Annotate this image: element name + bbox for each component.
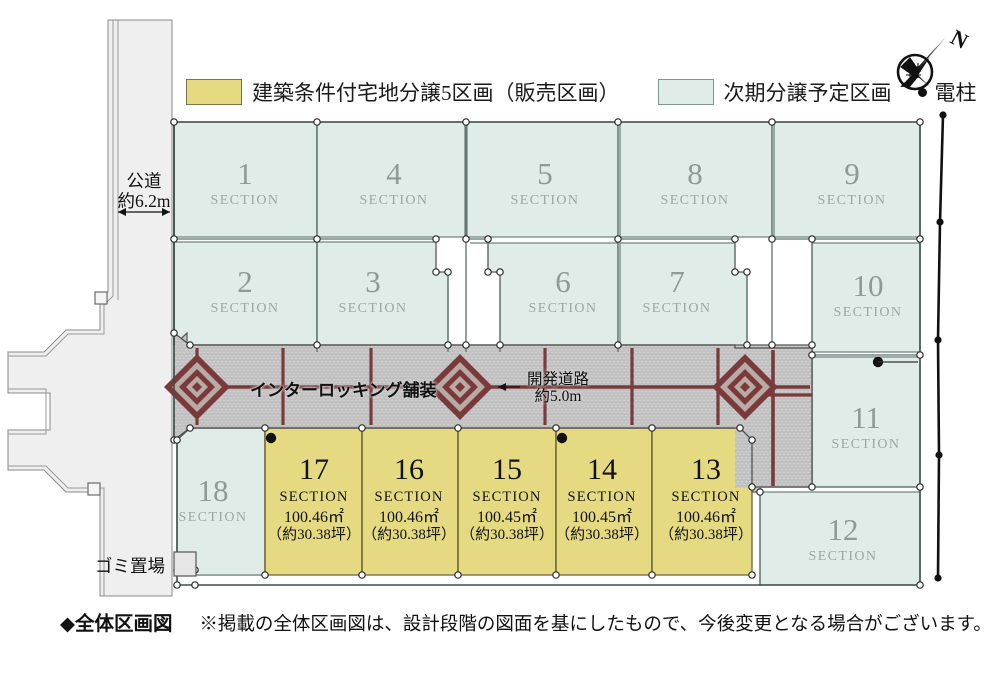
public-road-area (7, 19, 173, 597)
development-road-line1: 開発道路 (526, 371, 589, 388)
public-road-dimension (118, 208, 170, 216)
figure-caption: ◆全体区画図 ※掲載の全体区画図は、設計段階の図面を基にしたもので、今後変更とな… (60, 607, 992, 636)
svg-text:N: N (947, 24, 973, 54)
utility-pole-icon (917, 87, 927, 97)
legend-swatch-future (657, 79, 714, 105)
pavement-medallion (164, 354, 778, 420)
development-road (164, 331, 813, 493)
pavement-label: インターロッキング舗装 (250, 381, 437, 400)
public-road-label: 公道 約6.2m (103, 171, 185, 211)
legend-label-sale: 建築条件付宅地分譲5区画（販売区画） (252, 81, 620, 105)
caption-note: ※掲載の全体区画図は、設計段階の図面を基にしたもので、今後変更となる場合がござい… (199, 615, 992, 635)
public-road-label-line2: 約6.2m (117, 190, 171, 211)
compass-rose: N (896, 24, 973, 91)
garbage-station-box (173, 551, 197, 577)
legend-pole-entry: 電柱 (892, 77, 977, 107)
caption-title: ◆全体区画図 (60, 614, 173, 635)
right-edge-power-line (934, 111, 947, 582)
development-road-label: 開発道路 約5.0m (513, 371, 603, 406)
utility-poles (265, 356, 918, 444)
garbage-station-label: ゴミ置場 (95, 556, 165, 576)
development-road-line2: 約5.0m (534, 388, 582, 406)
development-road-leader (498, 383, 520, 391)
legend: 建築条件付宅地分譲5区画（販売区画） 次期分譲予定区画 電柱 (186, 72, 977, 112)
legend-swatch-sale (186, 79, 242, 105)
legend-label-future: 次期分譲予定区画 (723, 81, 892, 105)
legend-label-pole: 電柱 (934, 81, 977, 105)
sale-lot-shapes (264, 427, 753, 576)
public-road-label-line1: 公道 (126, 171, 162, 191)
